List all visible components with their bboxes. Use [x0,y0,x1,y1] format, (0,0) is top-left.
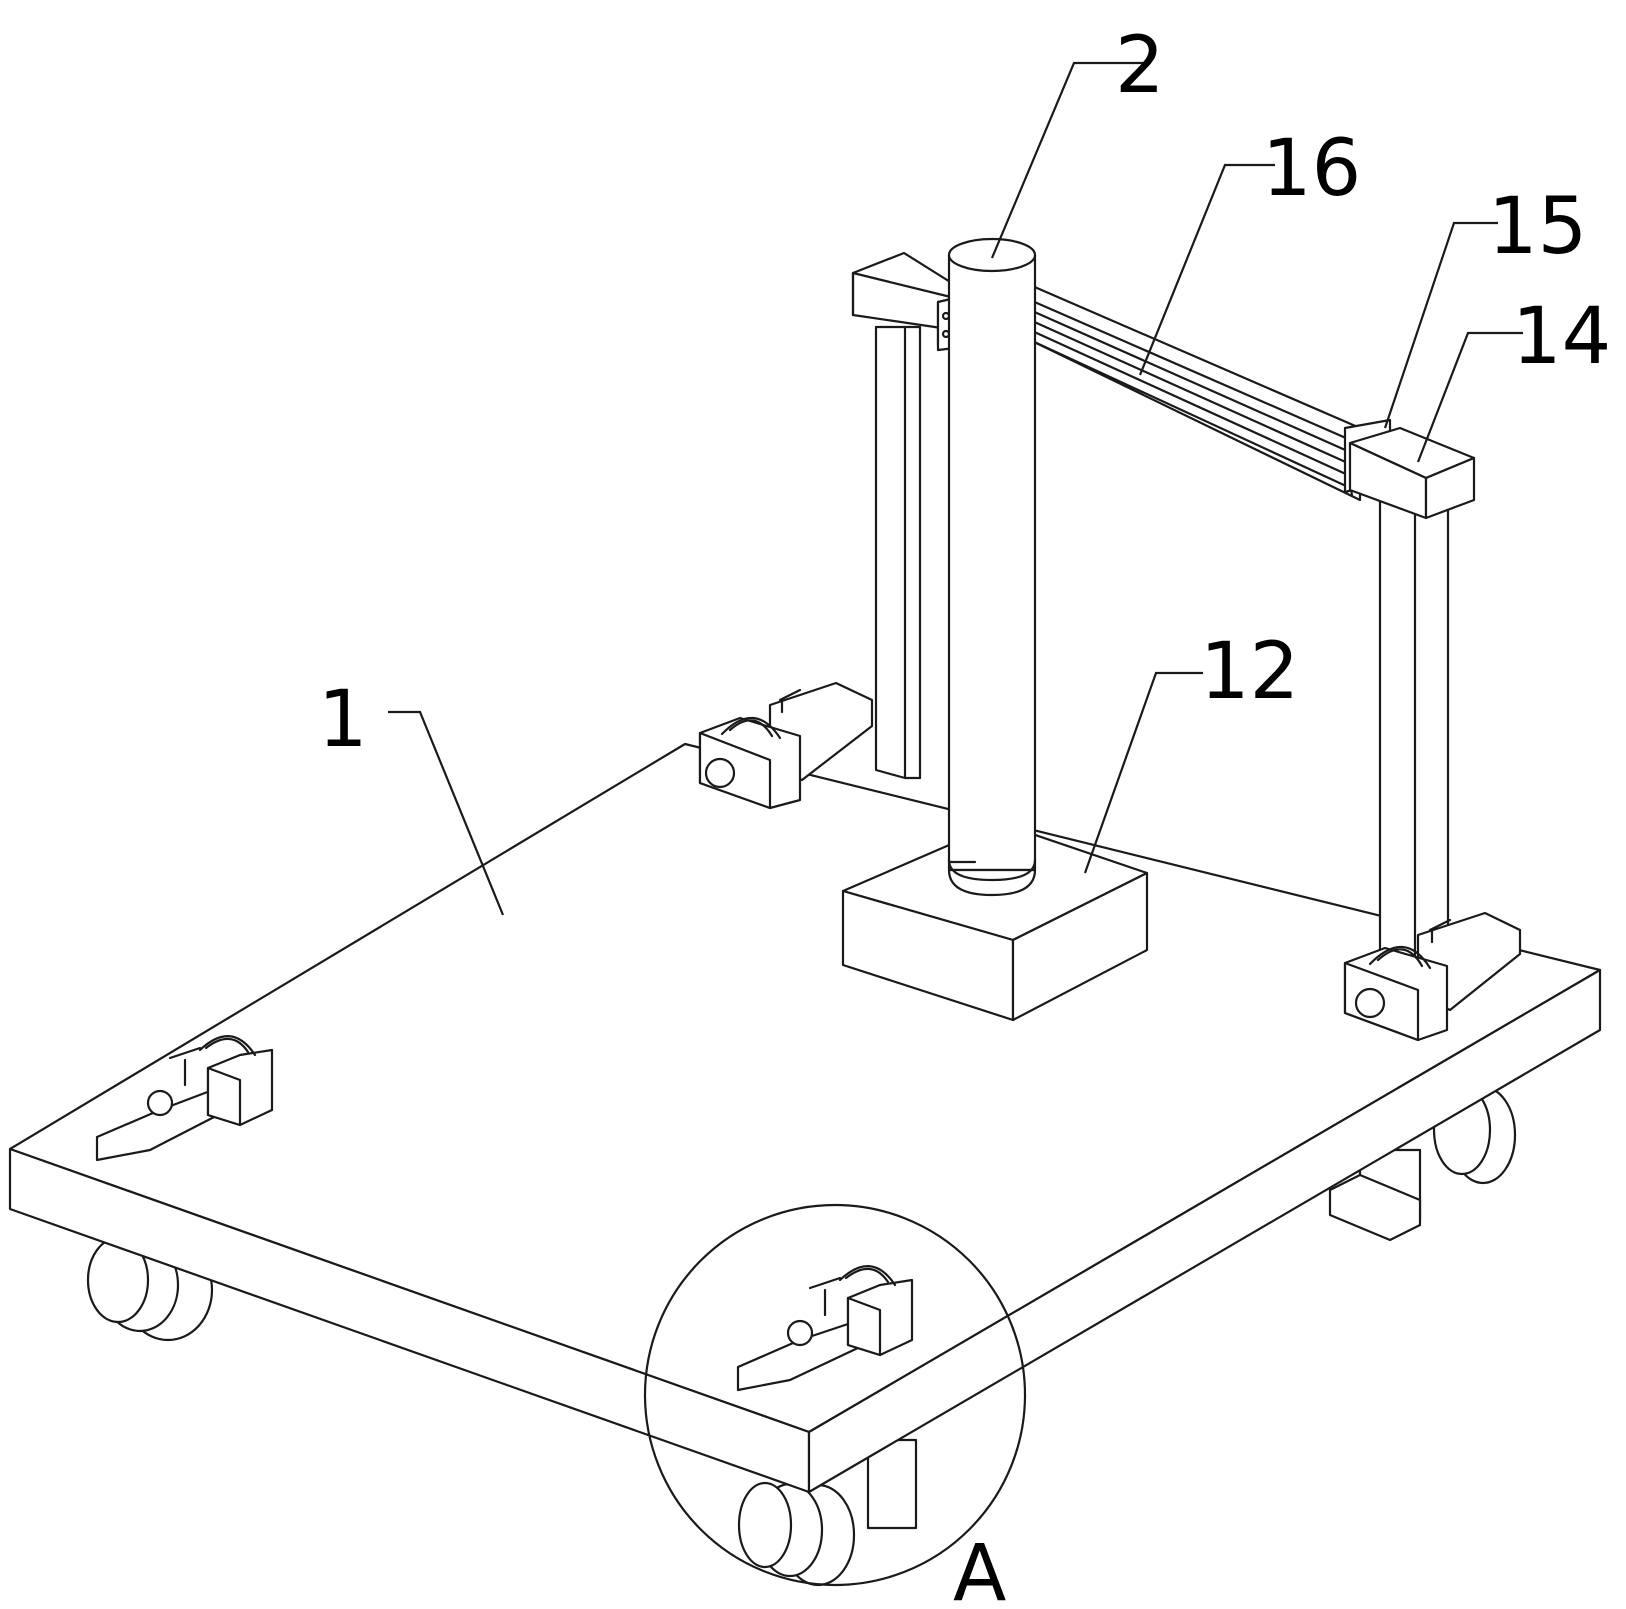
clamp-front-left [95,1035,274,1162]
slider-block [1348,426,1476,520]
leader-15 [1383,221,1498,429]
clamp-back-left [698,681,874,810]
label-2: 2 [1115,21,1165,111]
clamp-front-right [736,1265,914,1392]
wheel-back-right [1328,1084,1517,1242]
leader-1 [388,710,505,916]
part-labels: 2 16 15 14 12 1 A [318,21,1611,1609]
label-12: 12 [1200,627,1299,717]
label-16: 16 [1262,124,1361,214]
clamp-back-right [1343,911,1522,1042]
label-1: 1 [318,675,368,765]
wheel-front-right [737,1438,918,1587]
leader-lines [388,61,1523,916]
leader-16 [1138,163,1275,376]
label-14: 14 [1512,292,1611,382]
central-column [947,237,1037,897]
label-15: 15 [1488,182,1587,272]
frame-post-left [874,325,922,780]
leader-2 [990,61,1145,259]
base-plate [8,742,1602,1494]
frame-post-right [1378,495,1450,962]
label-a: A [953,1529,1006,1609]
detail-circle-a [643,1203,1027,1587]
leader-14 [1416,331,1523,463]
leader-12 [1083,671,1203,874]
